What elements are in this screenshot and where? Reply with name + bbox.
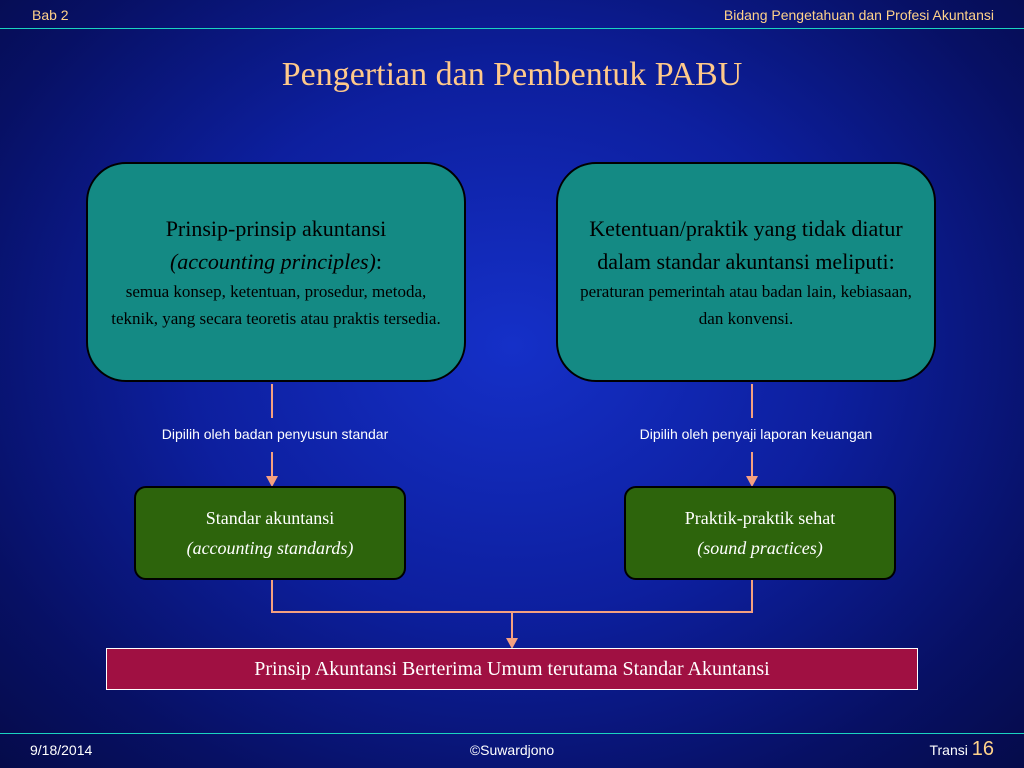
right-selection-label: Dipilih oleh penyaji laporan keuangan [639,426,873,442]
accounting-principles-box: Prinsip-prinsip akuntansi (accounting pr… [86,162,466,382]
sound-practices-english: (sound practices) [697,538,823,558]
accounting-principles-description: semua konsep, ketentuan, prosedur, metod… [111,282,441,328]
footer-date: 9/18/2014 [30,742,93,758]
gaap-result-box: Prinsip Akuntansi Berterima Umum terutam… [106,648,918,690]
center-arrowhead [506,638,518,649]
footer-page-number: 16 [971,738,994,760]
footer-divider [0,733,1024,734]
header-divider [0,28,1024,29]
accounting-principles-heading: Prinsip-prinsip akuntansi [165,216,387,241]
accounting-principles-colon: : [375,249,383,274]
merge-connector [271,580,753,613]
accounting-standards-english: (accounting standards) [186,538,354,558]
accounting-standards-box: Standar akuntansi (accounting standards) [134,486,406,580]
footer-page: Transi 16 [929,738,994,761]
sound-practices-label: Praktik-praktik sehat [684,508,836,528]
accounting-principles-english: (accounting principles): [102,245,450,278]
left-selection-label: Dipilih oleh badan penyusun standar [161,426,389,442]
slide-title: Pengertian dan Pembentuk PABU [281,56,743,93]
accounting-standards-label: Standar akuntansi [205,508,335,528]
right-arrowhead [746,476,758,487]
footer-author: ©Suwardjono [469,742,555,758]
unregulated-practices-description: peraturan pemerintah atau badan lain, ke… [580,282,912,328]
unregulated-practices-heading: Ketentuan/praktik yang tidak diatur dala… [589,216,903,274]
footer-page-label: Transi [929,742,968,758]
unregulated-practices-box: Ketentuan/praktik yang tidak diatur dala… [556,162,936,382]
header-subject: Bidang Pengetahuan dan Profesi Akuntansi [723,7,994,23]
header-chapter: Bab 2 [32,7,69,23]
left-arrowhead [266,476,278,487]
sound-practices-box: Praktik-praktik sehat (sound practices) [624,486,896,580]
accounting-principles-english-term: (accounting principles) [169,249,376,274]
